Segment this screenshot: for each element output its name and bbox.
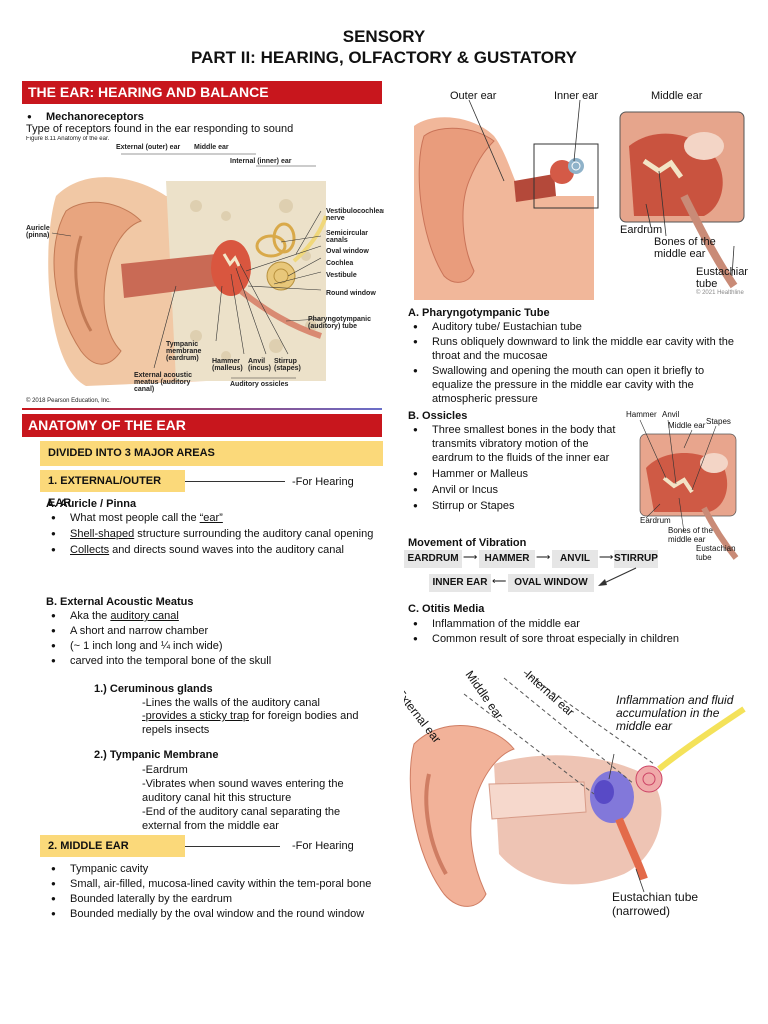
middle-ear-line (185, 846, 280, 847)
fig1-middle-ear: Middle ear (651, 90, 703, 102)
label-cochlea: Cochlea (326, 260, 354, 267)
ceruminous-heading: 1.) Ceruminous glands (94, 683, 213, 695)
middle-ear-banner: 2. MIDDLE EAR (40, 835, 185, 857)
pharyngo-bullet-3: Swallowing and opening the mouth can ope… (410, 364, 744, 406)
arrow-right-icon: ⟶ (599, 552, 614, 563)
fig1-copyright: © 2021 Healthline (696, 290, 744, 296)
label-auricle: Auricle (pinna) (26, 225, 50, 239)
label-vestibule: Vestibule (326, 272, 357, 279)
pharyngo-bullet-2: Runs obliquely downward to link the midd… (410, 335, 744, 363)
middle-ear-for: -For Hearing (292, 840, 354, 852)
middle-ear-bullet-2: Small, air-filled, mucosa-lined cavity w… (48, 877, 378, 891)
flow-inner-ear: INNER EAR (429, 574, 491, 592)
otitis-heading: C. Otitis Media (408, 603, 485, 615)
middle-ear-bullet-4: Bounded medially by the oval window and … (48, 907, 378, 921)
divided-banner: DIVIDED INTO 3 MAJOR AREAS (40, 441, 383, 466)
otitis-bullet-2: Common result of sore throat especially … (410, 632, 750, 646)
bullet-mechanoreceptors: Mechanoreceptors (24, 110, 374, 124)
ossicles-figure: Hammer Anvil Middle ear Stapes Eardrum B… (624, 408, 748, 570)
meatus-heading: B. External Acoustic Meatus (46, 596, 194, 608)
section-banner-anatomy: ANATOMY OF THE EAR (22, 414, 382, 437)
ceruminous-line-1: -Lines the walls of the auditory canal (142, 697, 320, 709)
auricle-bullet-2: Shell-shaped structure surrounding the a… (48, 527, 378, 541)
middle-ear-bullet-3: Bounded laterally by the eardrum (48, 892, 378, 906)
auricle-bullet-1: What most people call the “ear” (48, 511, 378, 525)
arrow-down-left-icon (598, 567, 637, 586)
meatus-bullet-3: (~ 1 inch long and ¼ inch wide) (48, 639, 378, 653)
auricle-heading: A. Auricle / Pinna (46, 498, 137, 510)
movement-heading: Movement of Vibration (408, 537, 527, 549)
ceruminous-line-2: -provides a sticky trap for foreign bodi… (142, 710, 359, 736)
tympanic-heading: 2.) Tympanic Membrane (94, 749, 219, 761)
section-banner-ear: THE EAR: HEARING AND BALANCE (22, 81, 382, 104)
label-middle-ear: Middle ear (194, 144, 229, 151)
flow-eardrum: EARDRUM (404, 550, 462, 568)
fig1-inner-ear: Inner ear (554, 90, 599, 102)
tympanic-line-1: -Eardrum (142, 764, 188, 776)
label-oval-window: Oval window (326, 248, 369, 255)
ossicles-fig-middle: Middle ear (668, 421, 706, 430)
ossicles-bullet-4: Stirrup or Stapes (410, 499, 625, 513)
ossicles-fig-hammer: Hammer (626, 410, 657, 419)
outer-ear-line (185, 481, 285, 482)
label-ossicles: Auditory ossicles (230, 381, 289, 388)
label-meatus: External acoustic meatus (auditory canal… (134, 372, 192, 393)
page-subtitle: PART II: HEARING, OLFACTORY & GUSTATORY (191, 48, 577, 67)
label-semicircular: Semicircular canals (326, 230, 369, 244)
fig1-eustachian: Eustachian tube (696, 266, 748, 290)
figure-copyright: © 2018 Pearson Education, Inc. (26, 398, 111, 404)
label-outer-ear: External (outer) ear (116, 144, 181, 151)
flow-anvil: ANVIL (552, 550, 598, 568)
fig1-outer-ear: Outer ear (450, 90, 497, 102)
pharyngo-heading: A. Pharyngotympanic Tube (408, 307, 550, 319)
ear-overview-figure: Outer ear Inner ear Middle ear Eardrum B… (414, 86, 748, 300)
middle-ear-bullet-1: Tympanic cavity (48, 862, 378, 876)
ossicles-bullet-1: Three smallest bones in the body that tr… (410, 423, 625, 465)
label-hammer: Hammer (malleus) (212, 358, 243, 372)
tympanic-line-3: -End of the auditory canal separating th… (142, 806, 341, 832)
outer-ear-for: -For Hearing (292, 476, 354, 488)
mechano-desc: Type of receptors found in the ear respo… (26, 123, 294, 135)
flow-oval-window: OVAL WINDOW (508, 574, 594, 592)
ossicles-heading: B. Ossicles (408, 410, 468, 422)
meatus-bullet-1: Aka the auditory canal (48, 609, 378, 623)
auricle-bullet-3: Collects and directs sound waves into th… (48, 543, 378, 557)
otitis-fig-tube: Eustachian tube (narrowed) (612, 890, 699, 918)
divider (22, 408, 382, 410)
fig1-eardrum: Eardrum (620, 224, 663, 236)
fig1-bones: Bones of the middle ear (654, 236, 716, 260)
flow-hammer: HAMMER (479, 550, 535, 568)
ossicles-fig-stapes: Stapes (706, 417, 731, 426)
tympanic-line-2: -Vibrates when sound waves entering the … (142, 778, 344, 804)
figure-caption: Figure 8.11 Anatomy of the ear. (26, 136, 110, 142)
otitis-bullet-1: Inflammation of the middle ear (410, 617, 750, 631)
meatus-bullet-4: carved into the temporal bone of the sku… (48, 654, 378, 668)
outer-ear-banner: 1. EXTERNAL/OUTER EAR (40, 470, 185, 509)
arrow-right-icon: ⟶ (536, 552, 551, 563)
page-title: SENSORY (342, 27, 426, 46)
otitis-fig-inflammation: Inflammation and fluid accumulation in t… (616, 693, 734, 733)
label-vestibulocochlear: Vestibulocochlear nerve (326, 208, 384, 222)
label-pharyngotympanic: Pharyngotympanic (auditory) tube (308, 316, 372, 330)
flow-stirrup: STIRRUP (614, 550, 658, 568)
ossicles-fig-anvil: Anvil (662, 410, 680, 419)
meatus-bullet-2: A short and narrow chamber (48, 624, 378, 638)
label-tympanic-membrane: Tympanic membrane (eardrum) (166, 341, 202, 362)
ossicles-bullet-3: Anvil or Incus (410, 483, 625, 497)
ossicles-fig-eardrum: Eardrum (640, 516, 671, 525)
ear-anatomy-figure: Figure 8.11 Anatomy of the ear. External… (26, 136, 384, 408)
label-anvil: Anvil (incus) (248, 358, 271, 372)
label-stirrup: Stirrup (stapes) (274, 358, 301, 372)
ossicles-fig-bones: Bones of the middle ear (668, 526, 713, 544)
arrow-left-icon: ⟵ (492, 576, 507, 587)
ossicles-fig-tube: Eustachian tube (696, 544, 736, 562)
otitis-media-figure: External ear Middle ear Internal ear Inf… (404, 654, 748, 922)
label-inner-ear: Internal (inner) ear (230, 158, 292, 165)
ossicles-bullet-2: Hammer or Malleus (410, 467, 625, 481)
arrow-right-icon: ⟶ (463, 552, 478, 563)
pharyngo-bullet-1: Auditory tube/ Eustachian tube (410, 320, 744, 334)
label-round-window: Round window (326, 290, 376, 297)
